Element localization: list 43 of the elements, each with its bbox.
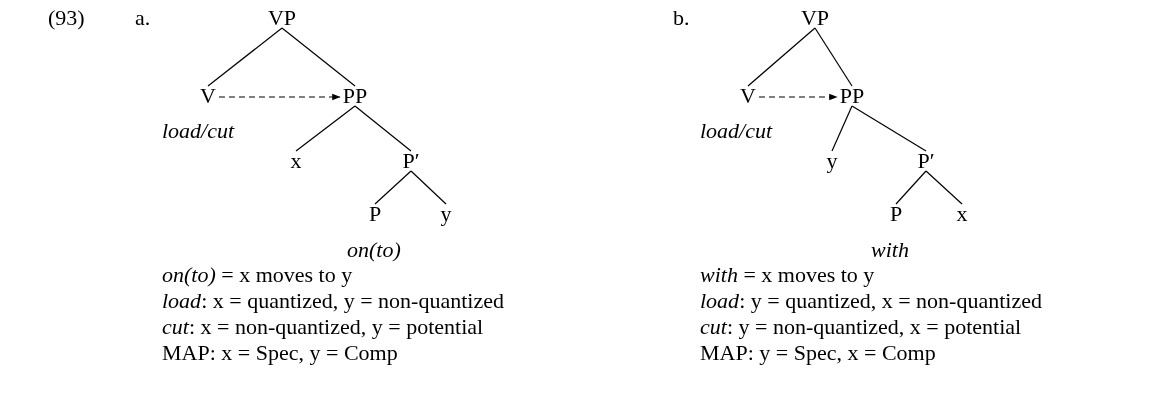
word-label: on(to) [347, 238, 401, 262]
dashed-arrow [758, 93, 838, 101]
note-text: on(to) = x moves to y [162, 263, 353, 287]
tree-branch [295, 105, 356, 152]
note-text: MAP: y = Spec, x = Comp [700, 341, 936, 365]
note-text: cut: y = non-quantized, x = potential [700, 315, 1022, 339]
node-label: P [368, 202, 382, 226]
node-label: PP [839, 84, 865, 108]
node-label: P′ [917, 149, 935, 173]
tree-branch [207, 27, 283, 87]
tree-branch [281, 27, 356, 87]
node-label: PP [342, 84, 368, 108]
node-label: x [956, 202, 968, 226]
tree-branch [895, 170, 927, 205]
node-label: y [826, 149, 838, 173]
example-number: (93) [48, 6, 85, 30]
note-text: load: x = quantized, y = non-quantized [162, 289, 504, 313]
word-label: with [871, 238, 909, 262]
node-label: VP [267, 6, 297, 30]
example-number: b. [673, 6, 690, 30]
node-label: y [440, 202, 452, 226]
tree-branch [814, 27, 853, 87]
example-number: a. [135, 6, 151, 30]
tree-branch [354, 105, 412, 152]
tree-branch [747, 27, 816, 87]
note-text: MAP: x = Spec, y = Comp [162, 341, 398, 365]
word-label: load/cut [162, 119, 235, 143]
note-text: cut: x = non-quantized, y = potential [162, 315, 484, 339]
node-label: V [740, 84, 756, 108]
node-label: P′ [402, 149, 420, 173]
note-text: with = x moves to y [700, 263, 875, 287]
word-label: load/cut [700, 119, 773, 143]
node-label: V [200, 84, 216, 108]
tree-branch [831, 105, 853, 152]
node-label: x [290, 149, 302, 173]
tree-branch [410, 170, 447, 205]
tree-branch [925, 170, 963, 205]
node-label: P [889, 202, 903, 226]
note-text: load: y = quantized, x = non-quantized [700, 289, 1042, 313]
node-label: VP [800, 6, 830, 30]
tree-branch [374, 170, 412, 205]
tree-branch [851, 105, 927, 152]
dashed-arrow [218, 93, 341, 101]
